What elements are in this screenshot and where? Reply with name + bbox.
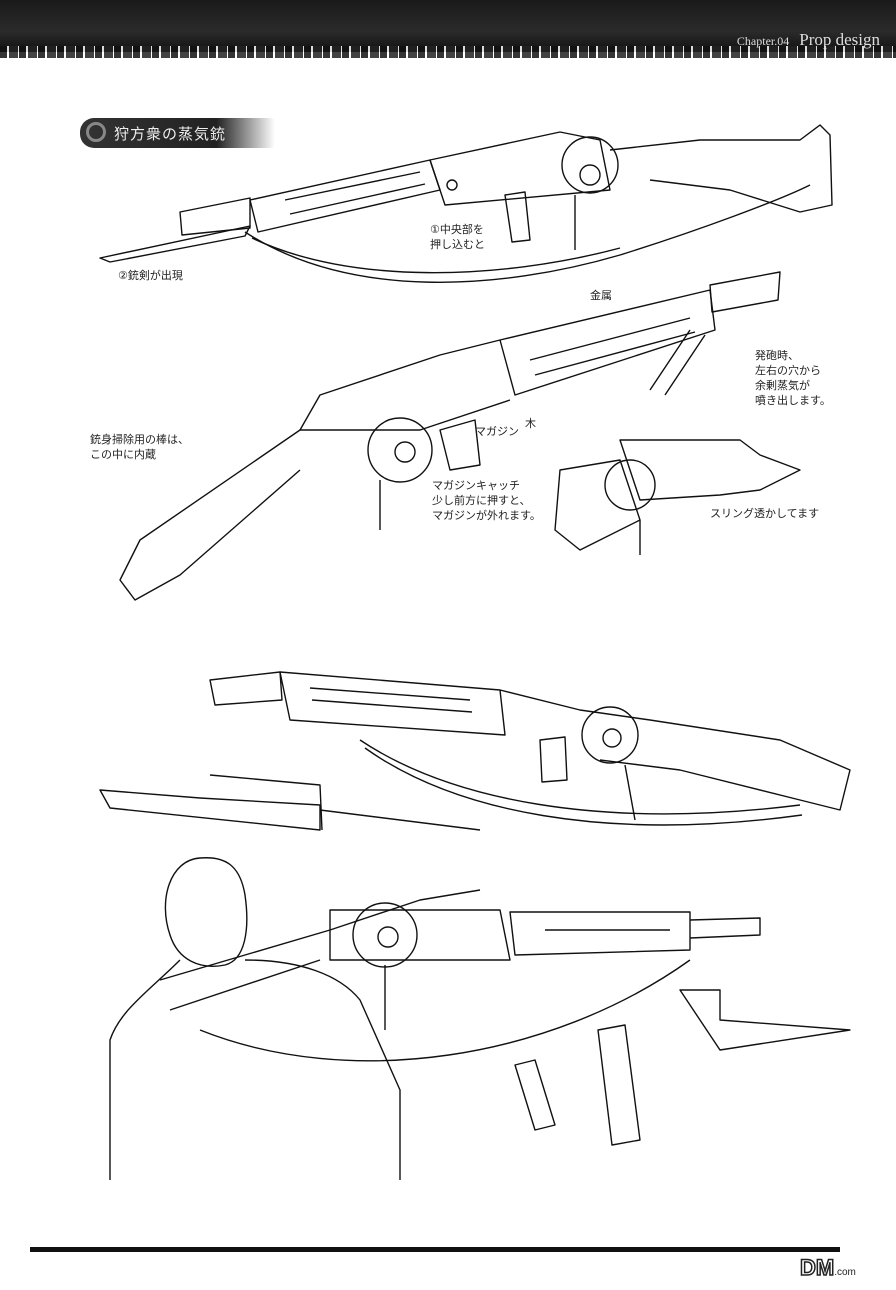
- rifle-side-view-2: [209, 671, 851, 826]
- magazines: [514, 1024, 641, 1146]
- annotation-magazine-catch: マガジンキャッチ 少し前方に押すと、 マガジンが外れます。: [432, 479, 541, 522]
- annotation-magazine: マガジン: [475, 425, 519, 438]
- ring-icon: [86, 122, 106, 142]
- watermark-domain: .com: [834, 1267, 856, 1278]
- grunge-edge: [0, 46, 896, 58]
- watermark-logo: DM.com: [799, 1254, 856, 1281]
- top-banner: Chapter.04 Prop design: [0, 0, 896, 58]
- watermark-logo-text: DM: [799, 1254, 835, 1281]
- annotation-metal: 金属: [590, 289, 612, 302]
- chapter-header: Chapter.04 Prop design: [737, 30, 880, 50]
- figure-aiming-rifle: [109, 857, 481, 1180]
- rifle-closeup: [554, 439, 801, 555]
- rifle-held: [199, 902, 761, 1062]
- chapter-number: Chapter.04: [736, 34, 790, 48]
- page-title-banner: 狩方衆の蒸気銃: [80, 118, 275, 148]
- annotation-wood: 木: [525, 417, 536, 430]
- rifle-side-view-1: [99, 124, 833, 283]
- annotation-bayonet-appears: ②銃剣が出現: [118, 269, 183, 282]
- bottom-rule: [30, 1247, 840, 1252]
- page-title: 狩方衆の蒸気銃: [114, 125, 227, 143]
- annotation-sling: スリング透かしてます: [710, 507, 820, 520]
- annotation-steam: 発砲時、 左右の穴から 余剰蒸気が 噴き出します。: [755, 349, 831, 407]
- annotation-push-center: ①中央部を 押し込むと: [430, 223, 485, 251]
- section-title: Prop design: [799, 30, 880, 49]
- bayonet-detached: [679, 989, 851, 1051]
- bayonet: [99, 774, 481, 831]
- rifle-perspective-view: [119, 271, 781, 601]
- annotation-cleaning-rod: 銃身掃除用の棒は、 この中に内蔵: [90, 433, 189, 461]
